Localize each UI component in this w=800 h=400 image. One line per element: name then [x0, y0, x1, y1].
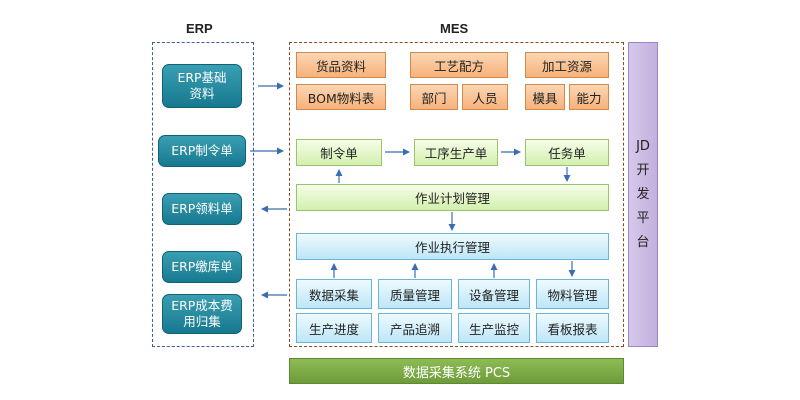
- erp-order-button[interactable]: ERP制令单: [158, 135, 246, 167]
- mes-title: MES: [440, 21, 469, 36]
- processing-resources-box: 加工资源: [525, 52, 609, 78]
- quality-mgmt-box: 质量管理: [378, 279, 452, 309]
- mold-box: 模具: [525, 84, 565, 110]
- mes-frame: [289, 42, 624, 347]
- erp-title: ERP: [186, 21, 213, 36]
- jd-label: JD: [636, 138, 650, 154]
- equipment-mgmt-box: 设备管理: [458, 279, 530, 309]
- jd-char-2: 发: [636, 186, 650, 202]
- erp-stock-in-order-button[interactable]: ERP缴库单: [162, 251, 242, 283]
- progress-box: 生产进度: [296, 313, 372, 343]
- traceability-box: 产品追溯: [378, 313, 452, 343]
- jd-platform-bar: JD 开 发 平 台: [628, 42, 658, 347]
- monitoring-box: 生产监控: [458, 313, 530, 343]
- goods-info-box: 货品资料: [296, 52, 386, 78]
- jd-char-4: 台: [636, 234, 650, 250]
- jd-char-3: 平: [636, 210, 650, 226]
- material-mgmt-box: 物料管理: [536, 279, 609, 309]
- pcs-system-bar: 数据采集系统 PCS: [289, 358, 624, 384]
- jd-char-1: 开: [636, 162, 650, 178]
- planning-box: 作业计划管理: [296, 184, 609, 211]
- personnel-box: 人员: [462, 84, 508, 110]
- process-recipe-box: 工艺配方: [410, 52, 508, 78]
- capacity-box: 能力: [569, 84, 609, 110]
- department-box: 部门: [410, 84, 458, 110]
- task-order-box: 任务单: [525, 139, 609, 166]
- execution-box: 作业执行管理: [296, 233, 609, 260]
- erp-cost-collection-button[interactable]: ERP成本费 用归集: [162, 294, 242, 334]
- order-box: 制令单: [296, 139, 382, 166]
- kanban-report-box: 看板报表: [536, 313, 609, 343]
- process-order-box: 工序生产单: [414, 139, 498, 166]
- erp-basic-data-button[interactable]: ERP基础 资料: [162, 64, 242, 108]
- data-collection-box: 数据采集: [296, 279, 372, 309]
- erp-picking-order-button[interactable]: ERP领料单: [162, 193, 242, 225]
- erp-frame: [152, 42, 254, 347]
- bom-box: BOM物料表: [296, 84, 386, 110]
